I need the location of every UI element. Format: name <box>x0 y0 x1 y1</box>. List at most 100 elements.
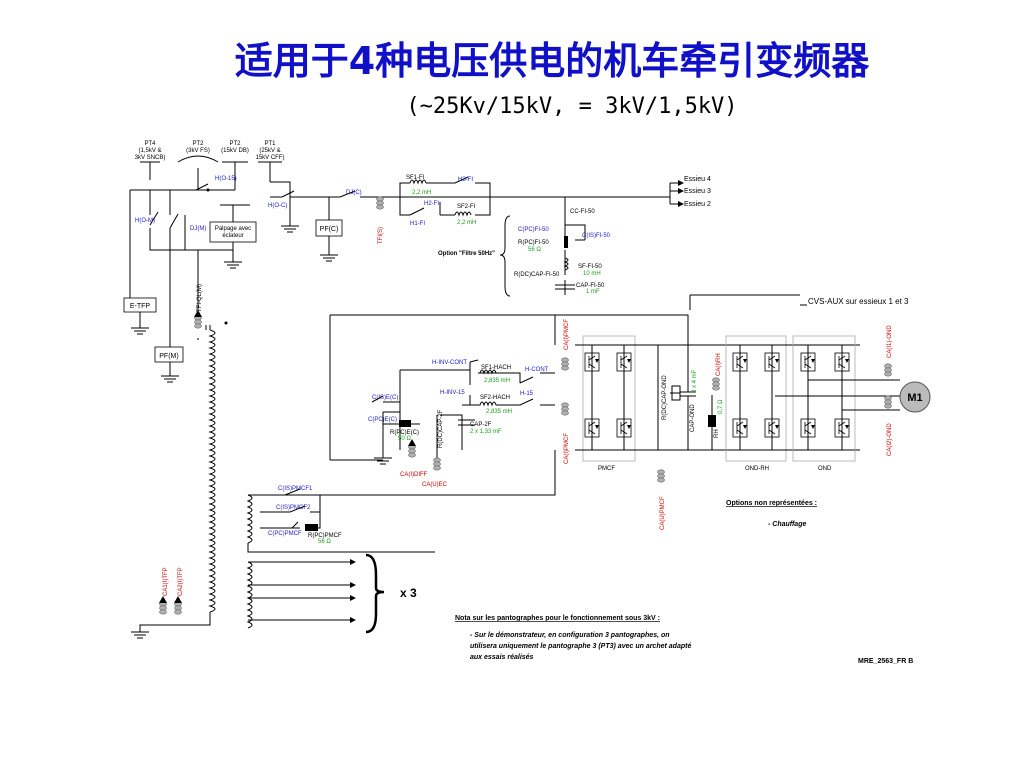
svg-text:CC-FI-50: CC-FI-50 <box>570 209 595 215</box>
svg-text:H3-FI: H3-FI <box>458 177 473 183</box>
svg-text:H(O-M): H(O-M) <box>135 218 155 224</box>
svg-text:DJ(M): DJ(M) <box>190 226 206 232</box>
svg-text:H(O-C): H(O-C) <box>268 203 287 209</box>
svg-text:56 Ω: 56 Ω <box>318 539 331 545</box>
svg-text:C(IS)PMCF2: C(IS)PMCF2 <box>276 505 311 511</box>
svg-text:SF1-HACH: SF1-HACH <box>481 365 511 371</box>
ond-rh-bridge <box>725 335 787 462</box>
svg-text:H2-FI: H2-FI <box>424 201 439 207</box>
svg-text:CA(U)PMCF: CA(U)PMCF <box>660 496 666 530</box>
svg-text:H(O-15): H(O-15) <box>215 176 237 182</box>
svg-text:CA(I)PMCF: CA(I)PMCF <box>564 433 570 464</box>
pf-m-box <box>154 346 184 363</box>
pantograph-pt3: PT2 (3kV FS) <box>177 141 219 163</box>
svg-text:2 x 1,33 mF: 2 x 1,33 mF <box>470 429 502 435</box>
pmcf-bridge <box>582 335 636 462</box>
svg-text:OND-RH: OND-RH <box>745 466 769 472</box>
svg-text:CAP-FI-50: CAP-FI-50 <box>576 283 605 289</box>
nota-title: Nota sur les pantographes pour le foncti… <box>455 615 660 622</box>
svg-text:PMCF: PMCF <box>598 466 615 472</box>
svg-text:CA(U)EC: CA(U)EC <box>422 482 448 488</box>
svg-text:PT2: PT2 <box>229 141 241 147</box>
svg-text:R(DC)CAP-OND: R(DC)CAP-OND <box>662 375 668 420</box>
svg-text:H-INV-15: H-INV-15 <box>440 390 465 396</box>
svg-text:2,2 mH: 2,2 mH <box>457 220 476 226</box>
svg-text:E-TFP: E-TFP <box>130 303 151 310</box>
svg-text:R(PC)E(C): R(PC)E(C) <box>390 430 419 436</box>
svg-text:SF1-FI: SF1-FI <box>406 175 425 181</box>
svg-text:CA(I)RH: CA(I)RH <box>716 353 722 376</box>
nota-line-2: utilisera uniquement le pantographe 3 (P… <box>470 643 691 650</box>
pantograph-pt4: PT4 (1,5kV & 3kV SNCB) <box>135 141 166 180</box>
svg-text:H-INV-CONT: H-INV-CONT <box>432 360 467 366</box>
svg-text:H-15: H-15 <box>520 391 534 397</box>
svg-text:Palpage avec: Palpage avec <box>215 226 251 232</box>
svg-text:SF2-HACH: SF2-HACH <box>480 395 510 401</box>
svg-text:Option "Filtre 50Hz": Option "Filtre 50Hz" <box>438 251 495 257</box>
svg-text:C(IS)FI-50: C(IS)FI-50 <box>582 233 611 239</box>
svg-text:CA(I)DIFF: CA(I)DIFF <box>400 472 428 478</box>
svg-text:Essieu 2: Essieu 2 <box>684 201 711 208</box>
page-title: 适用于4种电压供电的机车牵引变频器 <box>234 39 870 83</box>
svg-text:R(DC)CAP-2F: R(DC)CAP-2F <box>438 409 444 448</box>
palpage-box <box>209 221 257 243</box>
svg-text:SF-FI-50: SF-FI-50 <box>578 264 602 270</box>
page-subtitle: (~25Kv/15kV, = 3kV/1,5kV) <box>406 94 738 119</box>
svg-text:PF(M): PF(M) <box>159 353 178 360</box>
options-title: Options non représentées : <box>726 500 817 507</box>
svg-text:Essieu 3: Essieu 3 <box>684 188 711 195</box>
svg-text:3kV SNCB): 3kV SNCB) <box>135 155 166 161</box>
svg-text:10 mH: 10 mH <box>583 271 601 277</box>
pt3-label: PT2 <box>192 141 204 147</box>
svg-text:DJ(C): DJ(C) <box>346 190 362 196</box>
svg-text:TFI(S): TFI(S) <box>378 227 384 244</box>
pantograph-pt1: PT1 (25kV & 15kV CFF) <box>255 141 285 182</box>
svg-text:56 Ω: 56 Ω <box>528 247 541 253</box>
svg-text:3 x 4 mF: 3 x 4 mF <box>692 369 698 393</box>
svg-text:TFI-QL(M): TFI-QL(M) <box>197 284 203 312</box>
ond-bridge <box>792 335 856 462</box>
svg-text:SF2-FI: SF2-FI <box>457 204 476 210</box>
options-item: - Chauffage <box>768 521 806 528</box>
svg-text:(1,5kV &: (1,5kV & <box>138 148 161 154</box>
pt4-label: PT4 <box>144 141 156 147</box>
svg-text:CAP-2F: CAP-2F <box>470 422 492 428</box>
svg-text:(25kV &: (25kV & <box>259 148 280 154</box>
nota-line-1: - Sur le démonstrateur, en configuration… <box>470 632 670 639</box>
svg-text:M1: M1 <box>907 392 922 404</box>
svg-text:C(IS)E(C): C(IS)E(C) <box>372 395 398 401</box>
svg-text:15kV CFF): 15kV CFF) <box>255 155 284 161</box>
svg-text:2,835 mH: 2,835 mH <box>484 378 510 384</box>
svg-text:2,835 mH: 2,835 mH <box>486 409 512 415</box>
svg-text:H-CONT: H-CONT <box>525 367 549 373</box>
svg-text:R(PC)PMCF: R(PC)PMCF <box>308 533 342 539</box>
svg-text:C(PC)FI-50: C(PC)FI-50 <box>518 227 549 233</box>
svg-text:x 3: x 3 <box>400 586 417 600</box>
svg-text:CAP-OND: CAP-OND <box>690 404 696 432</box>
svg-text:CA(I)PMCF: CA(I)PMCF <box>564 319 570 350</box>
svg-text:2,2 mH: 2,2 mH <box>412 190 431 196</box>
svg-text:0,7 Ω: 0,7 Ω <box>718 399 724 414</box>
svg-text:C(IS)PMCF1: C(IS)PMCF1 <box>278 486 313 492</box>
svg-text:R(DC)CAP-FI-50: R(DC)CAP-FI-50 <box>514 272 560 278</box>
motor-m1 <box>899 381 931 413</box>
svg-text:H1-FI: H1-FI <box>410 221 425 227</box>
svg-text:CA(I2)-OND: CA(I2)-OND <box>887 423 893 456</box>
svg-text:Essieu 4: Essieu 4 <box>684 176 711 183</box>
svg-text:OND: OND <box>818 466 832 472</box>
pt2-desc: (15kV DB) <box>221 148 249 154</box>
svg-text:50 Ω: 50 Ω <box>398 436 411 442</box>
svg-text:1 mF: 1 mF <box>586 289 600 295</box>
svg-text:PF(C): PF(C) <box>320 226 339 233</box>
svg-text:CA(I1)-OND: CA(I1)-OND <box>887 325 893 358</box>
pt1-label: PT1 <box>264 141 276 147</box>
svg-text:éclateur: éclateur <box>222 233 243 239</box>
svg-text:RH: RH <box>714 429 720 438</box>
pantograph-pt2: PT2 (15kV DB) <box>221 141 249 180</box>
svg-text:CA1(I)TFP: CA1(I)TFP <box>163 567 169 596</box>
svg-text:C(PC)PMCF: C(PC)PMCF <box>268 531 302 537</box>
svg-text:CA2(I)TFP: CA2(I)TFP <box>178 567 184 596</box>
nota-line-3: aux essais réalisés <box>470 654 534 661</box>
svg-text:R(PC)FI-50: R(PC)FI-50 <box>518 240 549 246</box>
